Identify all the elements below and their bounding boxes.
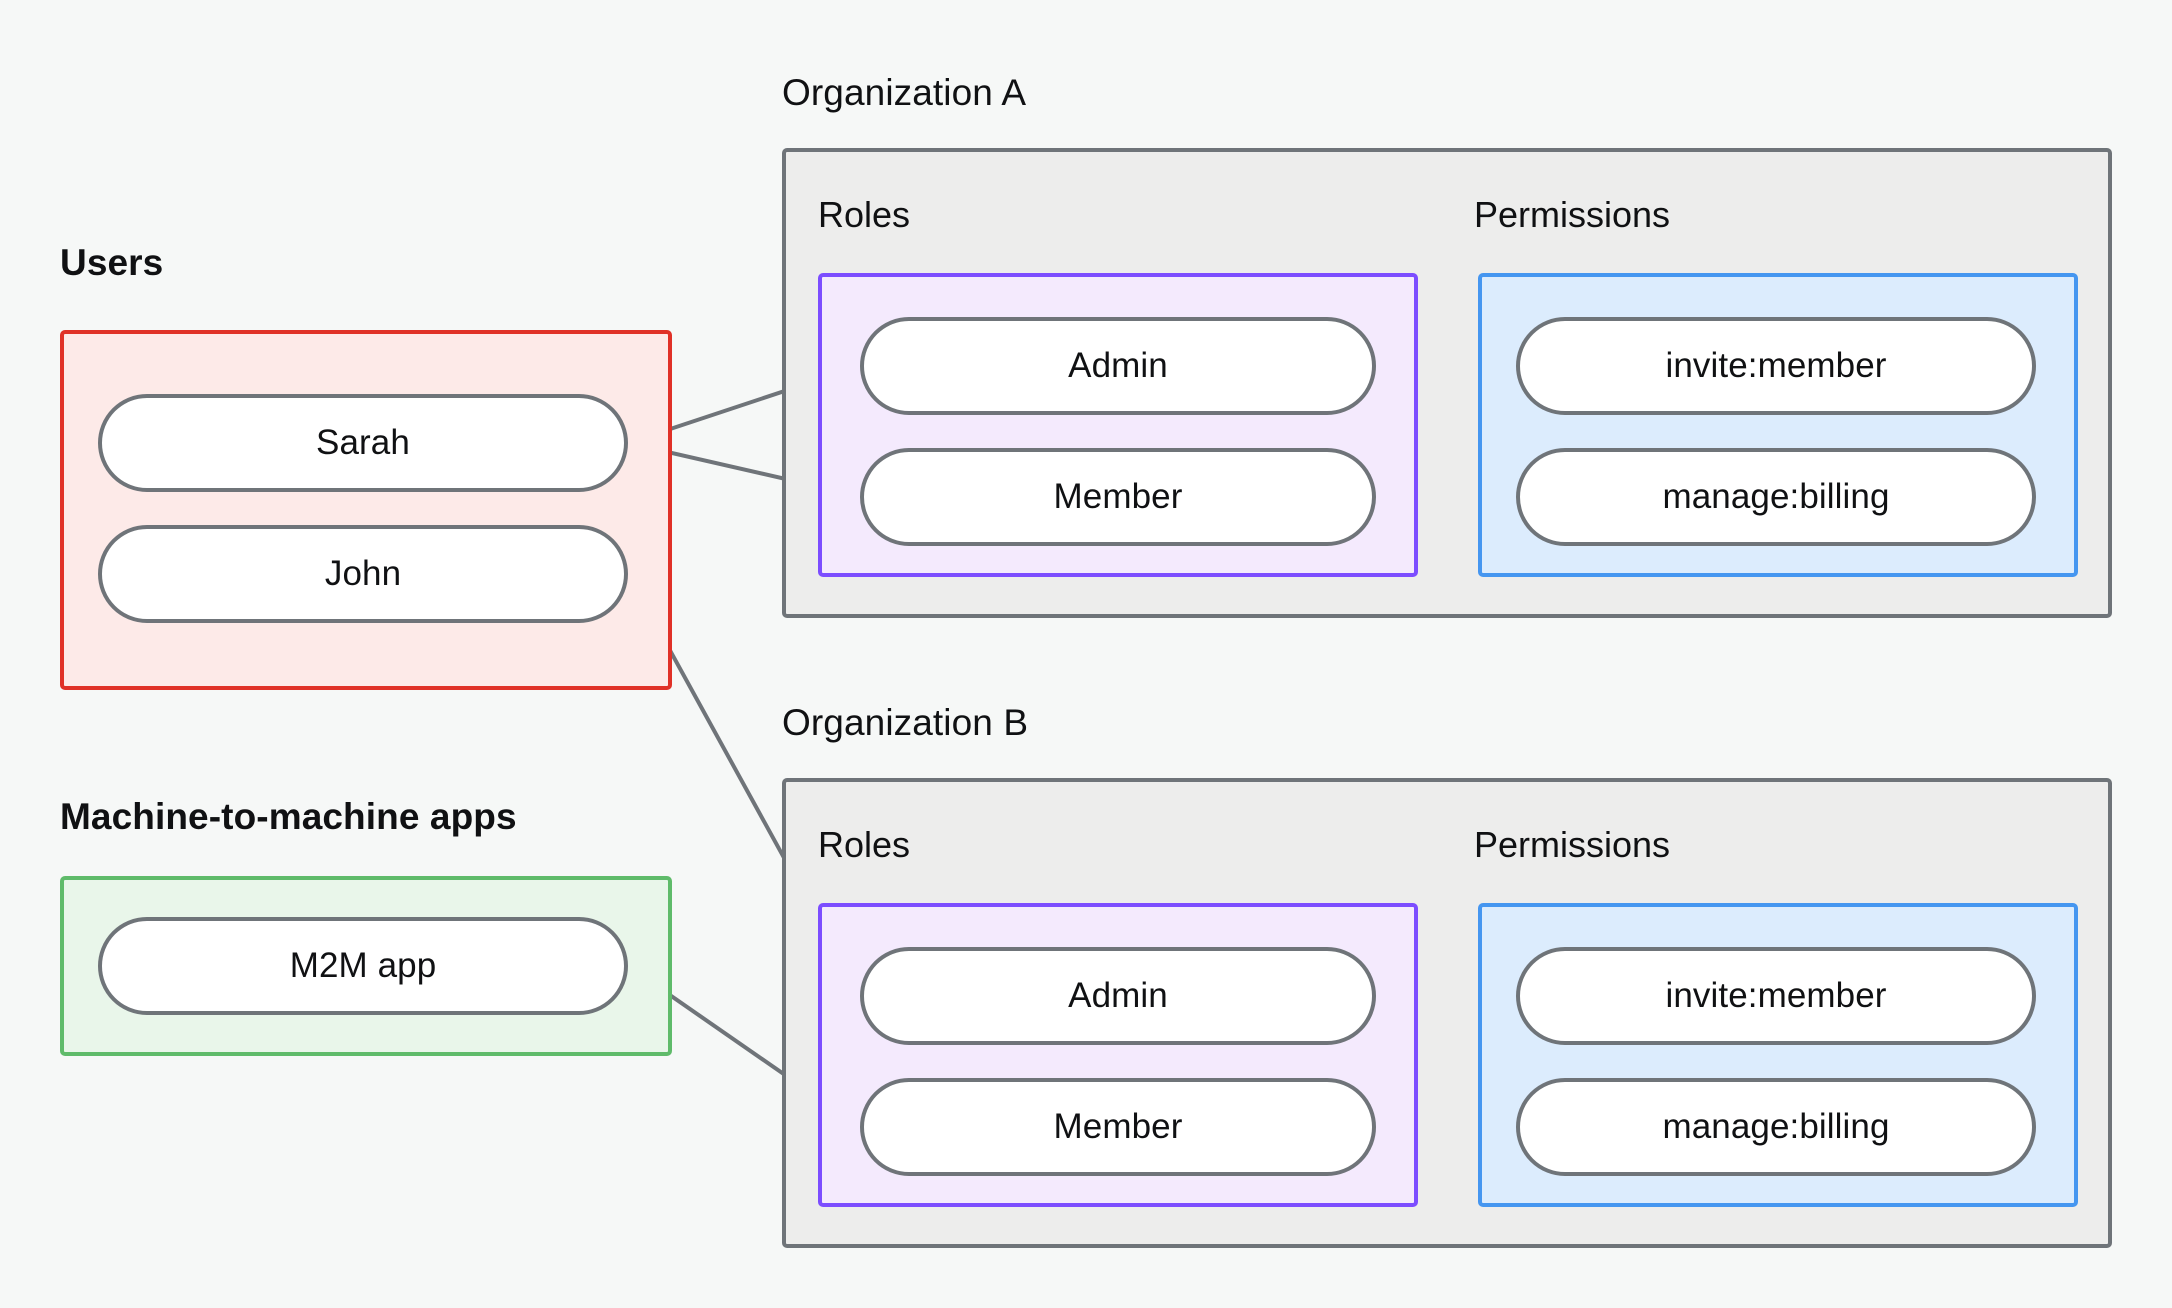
- node-role-member-org-b[interactable]: Member: [860, 1078, 1376, 1176]
- node-label: Member: [1053, 477, 1183, 516]
- node-permission-manage-billing-org-b[interactable]: manage:billing: [1516, 1078, 2036, 1176]
- node-label: Sarah: [316, 423, 410, 462]
- m2m-caption: Machine-to-machine apps: [60, 796, 517, 837]
- node-label: Admin: [1068, 976, 1168, 1015]
- node-user-john[interactable]: John: [98, 525, 628, 623]
- node-label: invite:member: [1665, 976, 1887, 1015]
- node-user-sarah[interactable]: Sarah: [98, 394, 628, 492]
- org-b-caption: Organization B: [782, 702, 1029, 743]
- org-a-caption: Organization A: [782, 72, 1027, 113]
- node-label: invite:member: [1665, 346, 1887, 385]
- org-a-permissions-label: Permissions: [1474, 194, 1671, 235]
- node-label: manage:billing: [1662, 1107, 1890, 1146]
- node-label: Member: [1053, 1107, 1183, 1146]
- node-role-member-org-a[interactable]: Member: [860, 448, 1376, 546]
- node-role-admin-org-b[interactable]: Admin: [860, 947, 1376, 1045]
- node-label: Admin: [1068, 346, 1168, 385]
- node-label: M2M app: [289, 946, 437, 985]
- org-b-permissions-label: Permissions: [1474, 824, 1671, 865]
- org-a-roles-label: Roles: [818, 194, 911, 235]
- node-permission-invite-member-org-b[interactable]: invite:member: [1516, 947, 2036, 1045]
- node-label: manage:billing: [1662, 477, 1890, 516]
- node-permission-invite-member-org-a[interactable]: invite:member: [1516, 317, 2036, 415]
- org-b-roles-label: Roles: [818, 824, 911, 865]
- node-label: John: [324, 554, 402, 593]
- node-m2m-app[interactable]: M2M app: [98, 917, 628, 1015]
- node-permission-manage-billing-org-a[interactable]: manage:billing: [1516, 448, 2036, 546]
- node-role-admin-org-a[interactable]: Admin: [860, 317, 1376, 415]
- users-group: [60, 330, 672, 690]
- users-caption: Users: [60, 242, 164, 283]
